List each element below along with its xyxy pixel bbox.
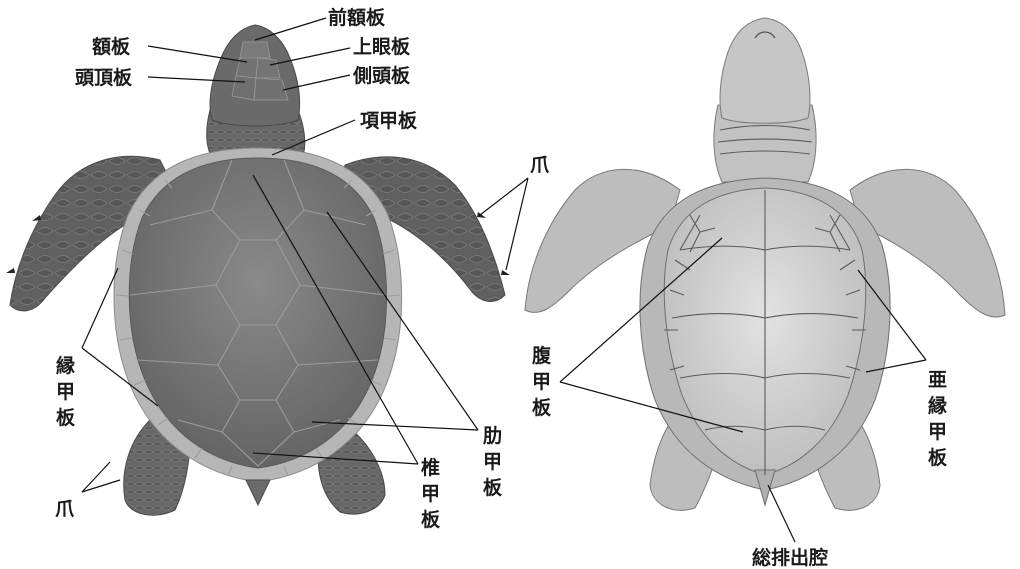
label-prefrontal: 前額板 xyxy=(328,6,386,29)
vertical-label-char: 板 xyxy=(532,396,552,419)
vertical-label-char: 縁 xyxy=(56,354,75,377)
dorsal-right-claw-2 xyxy=(501,270,510,275)
vertical-label-char: 腹 xyxy=(531,344,552,367)
label-vertebral: 椎甲板 xyxy=(421,456,441,531)
vertical-label-char: 板 xyxy=(483,476,503,499)
dorsal-left-claw-2 xyxy=(6,268,15,273)
label-frontal: 額板 xyxy=(92,35,131,58)
vertical-label-char: 板 xyxy=(56,406,76,429)
label-claw-lower: 爪 xyxy=(55,498,75,520)
prefrontal-scute xyxy=(240,42,270,58)
supraocular-scute xyxy=(256,58,280,78)
vertical-label-char: 板 xyxy=(928,446,948,469)
label-plastron: 腹甲板 xyxy=(531,344,552,419)
vertical-label-char: 亜 xyxy=(928,369,947,391)
label-claw-upper: 爪 xyxy=(530,154,550,176)
vertical-label-char: 甲 xyxy=(928,421,947,443)
label-costal: 肋甲板 xyxy=(483,424,503,499)
vertical-label-char: 甲 xyxy=(483,451,502,473)
dorsal-left-claw xyxy=(32,215,41,221)
vertical-label-char: 椎 xyxy=(421,456,440,479)
vertical-label-char: 甲 xyxy=(421,483,440,505)
vertical-label-char: 甲 xyxy=(532,371,551,393)
vertical-label-char: 肋 xyxy=(483,424,502,447)
ventral-head xyxy=(720,18,810,123)
label-nuchal: 項甲板 xyxy=(360,109,418,132)
label-supraocular: 上眼板 xyxy=(353,35,411,58)
label-temporal: 側頭板 xyxy=(352,64,411,87)
dorsal-right-claw xyxy=(477,212,486,218)
vertical-label-char: 板 xyxy=(421,508,441,531)
label-cloaca: 総排出腔 xyxy=(752,546,828,569)
dorsal-turtle xyxy=(6,25,510,515)
vertical-label-char: 縁 xyxy=(928,394,947,417)
label-parietal: 頭頂板 xyxy=(75,66,133,89)
label-inframarginal: 亜縁甲板 xyxy=(928,369,948,469)
parietal-scute xyxy=(232,76,256,100)
dorsal-tail xyxy=(246,480,270,505)
label-marginal: 縁甲板 xyxy=(56,354,76,429)
vertical-label-char: 甲 xyxy=(56,381,75,403)
